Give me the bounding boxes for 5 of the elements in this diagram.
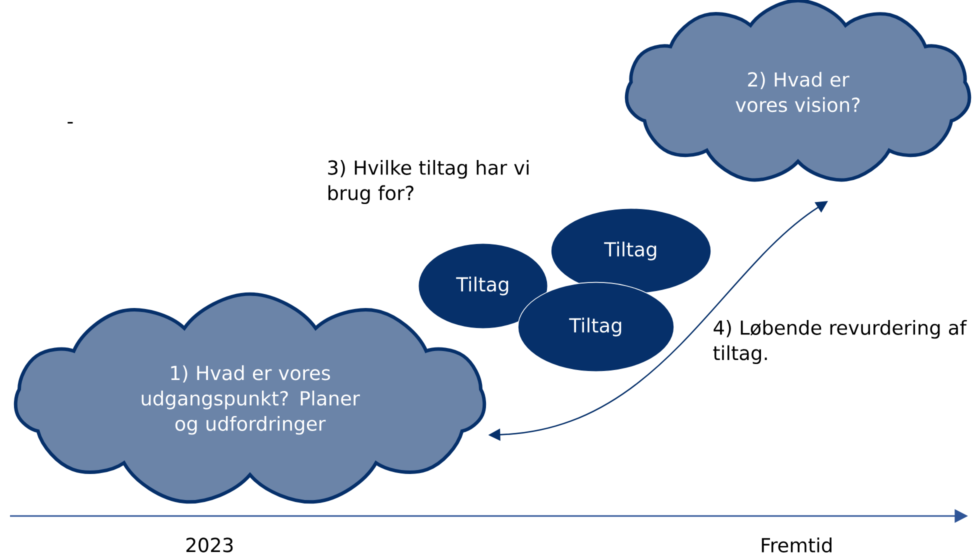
dash-mark: - [68,122,73,124]
axis-label: 2023 [186,538,233,552]
note-text: 4) Løbende revurdering af tiltag. [713,320,967,364]
axis-label: Fremtid [762,538,832,552]
question-text: 3) Hvilke tiltag har vi brug for? [328,160,529,204]
